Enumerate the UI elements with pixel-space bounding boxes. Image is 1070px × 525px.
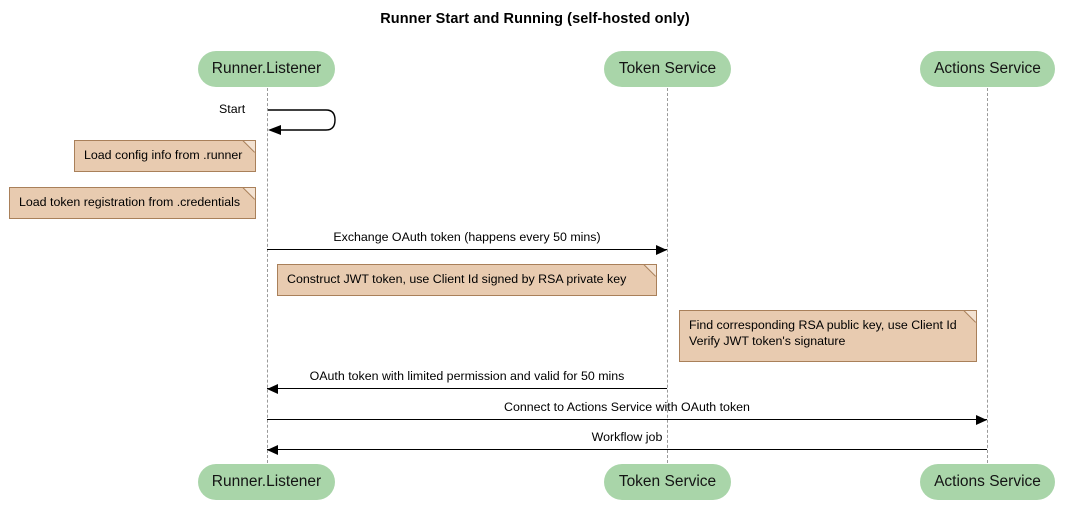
page-title: Runner Start and Running (self-hosted on…: [380, 11, 690, 27]
participant-label: Actions Service: [934, 60, 1041, 77]
note-load-config-info: Load config info from .runner: [74, 140, 256, 172]
note-load-token-registration: Load token registration from .credential…: [9, 187, 256, 219]
participant-token-service-bottom[interactable]: Token Service: [604, 464, 731, 500]
participant-label: Runner.Listener: [211, 473, 322, 490]
arrow-head-exchange-oauth-token-icon: [656, 244, 667, 255]
participant-label: Token Service: [618, 60, 717, 77]
message-label-exchange-oauth-token: Exchange OAuth token (happens every 50 m…: [333, 230, 601, 244]
message-line-connect-to-actions-service: [267, 419, 987, 420]
message-label-workflow-job: Workflow job: [591, 430, 663, 444]
message-line-exchange-oauth-token: [267, 249, 667, 250]
note-construct-jwt-token: Construct JWT token, use Client Id signe…: [277, 264, 657, 296]
message-label-connect-to-actions-service: Connect to Actions Service with OAuth to…: [504, 400, 750, 414]
message-line-workflow-job: [267, 449, 987, 450]
note-text: Find corresponding RSA public key, use C…: [689, 318, 957, 348]
arrow-head-connect-to-actions-service-icon: [976, 414, 987, 425]
note-fold-corner-icon: [645, 264, 657, 276]
lifeline-token-service: [667, 88, 668, 463]
note-fold-corner-icon: [244, 140, 256, 152]
note-fold-corner-icon: [244, 187, 256, 199]
participant-runner-listener-bottom[interactable]: Runner.Listener: [198, 464, 335, 500]
participant-actions-service-bottom[interactable]: Actions Service: [920, 464, 1055, 500]
arrow-head-oauth-token-response-icon: [267, 383, 278, 394]
participant-token-service-top[interactable]: Token Service: [604, 51, 731, 87]
note-text: Load config info from .runner: [84, 148, 243, 162]
note-verify-jwt-token: Find corresponding RSA public key, use C…: [679, 310, 977, 362]
note-fold-corner-icon: [965, 310, 977, 322]
message-label-start: Start: [219, 102, 246, 116]
message-label-oauth-token-response: OAuth token with limited permission and …: [309, 369, 625, 383]
message-line-oauth-token-response: [267, 388, 667, 389]
participant-label: Runner.Listener: [211, 60, 322, 77]
participant-label: Token Service: [618, 473, 717, 490]
lifeline-actions-service: [987, 88, 988, 463]
arrow-head-workflow-job-icon: [267, 444, 278, 455]
lifeline-runner-listener: [267, 88, 268, 463]
message-start-self-loop: [268, 109, 336, 135]
note-text: Construct JWT token, use Client Id signe…: [287, 272, 627, 286]
participant-actions-service-top[interactable]: Actions Service: [920, 51, 1055, 87]
participant-label: Actions Service: [934, 473, 1041, 490]
participant-runner-listener-top[interactable]: Runner.Listener: [198, 51, 335, 87]
note-text: Load token registration from .credential…: [19, 195, 241, 209]
